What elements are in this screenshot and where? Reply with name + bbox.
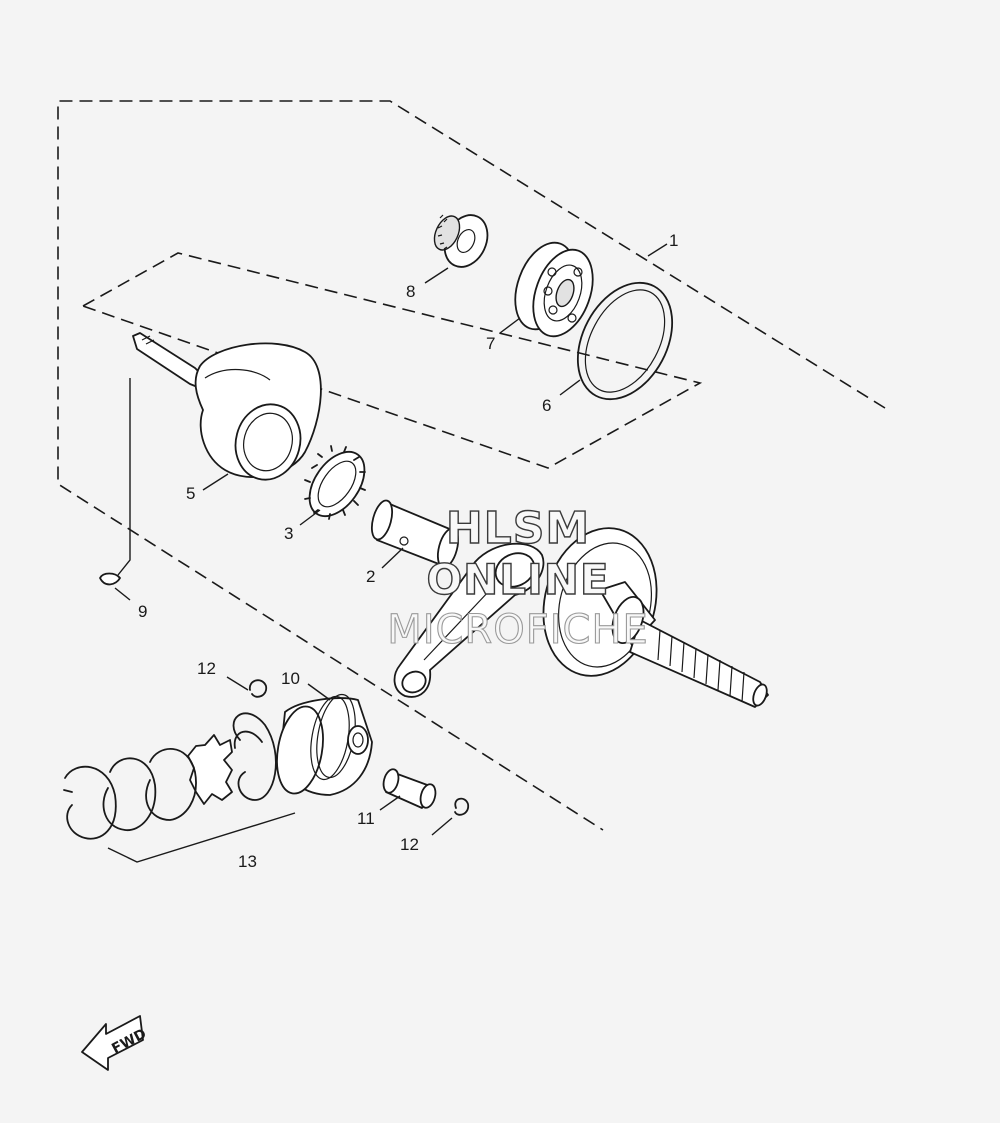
callout-12-lower: 12 (400, 835, 419, 854)
part-11-piston-pin[interactable] (381, 768, 438, 810)
callout-numbers: 1 2 3 5 6 7 8 9 10 11 12 12 13 (138, 231, 678, 871)
crankshaft-right-half[interactable] (527, 515, 769, 708)
callout-3: 3 (284, 524, 293, 543)
leader-lines (114, 243, 668, 836)
part-8-bearing[interactable] (429, 208, 495, 274)
callout-6: 6 (542, 396, 551, 415)
callout-7: 7 (486, 334, 495, 353)
callout-13: 13 (238, 852, 257, 871)
fwd-arrow-icon: FWD (81, 1015, 149, 1071)
part-13-piston-ring-set[interactable] (63, 712, 296, 863)
part-7-bearing[interactable] (504, 234, 604, 344)
watermark-line-1: HLSM (446, 503, 590, 554)
callout-1: 1 (669, 231, 678, 250)
watermark-line-2: ONLINE (426, 555, 609, 604)
watermark: HLSM ONLINE MICROFICHE (387, 502, 649, 653)
part-12-circlip-lower[interactable] (454, 797, 470, 816)
part-5-crank-web[interactable] (132, 332, 322, 487)
part-6-ring[interactable] (559, 267, 691, 416)
part-9-key[interactable] (99, 378, 131, 586)
part-3-needle-bearing[interactable] (298, 442, 375, 526)
callout-2: 2 (366, 567, 375, 586)
callout-9: 9 (138, 602, 147, 621)
sub-assembly-outline (82, 252, 703, 469)
part-12-circlip-upper[interactable] (249, 679, 268, 698)
part-2-crank-pin[interactable] (368, 498, 462, 569)
callout-5: 5 (186, 484, 195, 503)
callout-12-upper: 12 (197, 659, 216, 678)
callout-11: 11 (357, 809, 375, 828)
crankshaft-assembly-outline (57, 100, 886, 831)
part-10-piston[interactable] (271, 692, 373, 798)
callout-8: 8 (406, 282, 415, 301)
watermark-line-3: MICROFICHE (387, 607, 649, 653)
callout-10: 10 (281, 669, 300, 688)
connecting-rod[interactable] (393, 542, 545, 698)
